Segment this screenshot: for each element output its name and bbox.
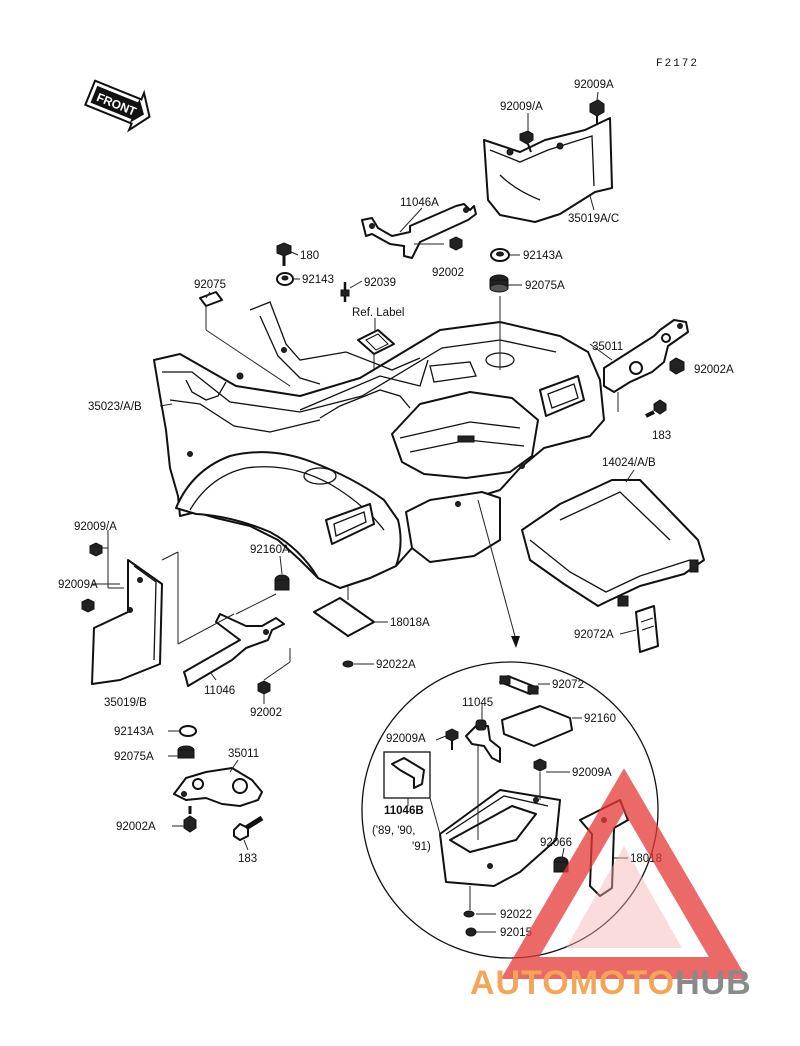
label-92009A-left: 92009A [58, 579, 98, 591]
label-92009A-inset-right: 92009A [572, 767, 612, 779]
plate-18018A [313, 597, 375, 637]
label-92009A-top: 92009A [574, 79, 614, 91]
pad-92075 [199, 291, 223, 307]
washer-92022A [342, 660, 354, 668]
bolt-92009A-slash-left [89, 542, 103, 557]
bracket-11046A [361, 203, 477, 259]
figure-code: F2172 [656, 58, 699, 70]
bracket-35011-top [603, 319, 689, 393]
label-92066: 92066 [540, 837, 572, 849]
label-92009A-slash-left: 92009/A [74, 521, 117, 533]
label-18018A: 18018A [390, 617, 430, 629]
label-92072: 92072 [552, 679, 584, 691]
bolt-183-bottom [233, 815, 264, 841]
label-92072-inset [499, 675, 539, 695]
label-92022: 92022 [500, 909, 532, 921]
label-92160: 92160 [584, 713, 616, 725]
part-labels: 92009A 92009/A 35019A/C 11046A 92002 180… [58, 79, 734, 939]
label-92075A-bottom: 92075A [114, 751, 154, 763]
label-35011-bottom: 35011 [228, 748, 259, 760]
bracket-11045-inset [465, 719, 501, 763]
watermark-text-auto: AUTOMOTOHUB [470, 964, 752, 1002]
label-ref-label: Ref. Label [352, 307, 404, 319]
ref-label-decal [357, 329, 395, 355]
label-92002-top: 92002 [432, 267, 464, 279]
bolt-92002A-bottom [183, 806, 197, 833]
washer-92022-inset [463, 910, 475, 918]
bolt-92002-left [257, 680, 271, 695]
bolt-183-top [645, 399, 667, 418]
bolt-92009A-slash-top [519, 130, 534, 153]
pin-92039 [340, 282, 350, 302]
label-35019AC: 35019A/C [568, 213, 619, 225]
label-35011-top: 35011 [592, 341, 623, 353]
front-arrow-icon: FRONT [84, 79, 151, 133]
label-92072A: 92072A [574, 629, 614, 641]
detail-inset [361, 499, 659, 959]
watermark-triangle-icon [500, 768, 748, 979]
label-92143A-top: 92143A [523, 250, 563, 262]
bracket-35011-bottom [173, 767, 263, 807]
mudguard-top-35019AC [483, 117, 613, 223]
cushion-92075A-bottom [177, 745, 195, 759]
label-92160A: 92160A [250, 544, 290, 556]
label-92009A-inset-left: 92009A [386, 733, 426, 745]
label-years-line1: ('89, '90, [372, 825, 415, 837]
bracket-11046B-inset [383, 751, 431, 799]
clip-92015-inset [465, 927, 477, 937]
bolt-92009A-top [589, 99, 605, 124]
label-14024AB: 14024/A/B [602, 457, 656, 469]
label-11046: 11046 [204, 685, 235, 697]
label-183-top: 183 [652, 430, 671, 442]
label-11046A: 11046A [400, 197, 439, 209]
grommet-92143A-bottom [179, 725, 197, 737]
label-183-bottom: 183 [238, 853, 257, 865]
label-92002A-bottom: 92002A [116, 821, 156, 833]
label-92039: 92039 [364, 277, 396, 289]
watermark-logo: AUTOMOTOHUB [470, 768, 752, 1002]
label-92022A: 92022A [376, 659, 416, 671]
label-35019B: 35019/B [104, 697, 147, 709]
leader-lines [92, 91, 637, 933]
label-92143A-bottom: 92143A [114, 726, 154, 738]
label-92015: 92015 [500, 927, 532, 939]
label-11046B: 11046B [384, 805, 424, 817]
grommet-92143 [276, 272, 294, 286]
label-years-line2: '91) [412, 841, 431, 853]
bolt-180 [276, 242, 292, 266]
grommet-92143A-top [490, 248, 510, 262]
seat-cover-14024AB [521, 479, 705, 607]
label-92075: 92075 [194, 279, 226, 291]
label-92075A-top: 92075A [525, 280, 565, 292]
mudguard-left-35019B [91, 559, 163, 685]
label-92002-left: 92002 [250, 707, 282, 719]
tray-18018-inset [439, 789, 561, 887]
bolt-92002A-top [669, 357, 685, 375]
cushion-92075A-top [489, 274, 509, 293]
label-92002A-top: 92002A [694, 364, 734, 376]
label-92072A [635, 605, 659, 653]
cushion-92160A [274, 574, 290, 591]
label-92009A-slash-top: 92009/A [500, 101, 543, 113]
label-35023AB: 35023/A/B [88, 401, 142, 413]
screw-92009A-inset-right [533, 758, 547, 772]
rear-fender-35023AB [153, 301, 605, 589]
screw-92009A-inset-left [445, 728, 459, 750]
label-92143: 92143 [302, 274, 334, 286]
pad-92160-inset [501, 705, 573, 747]
bolt-92009A-left [81, 598, 95, 613]
bracket-11046 [183, 613, 285, 687]
label-180: 180 [300, 250, 319, 262]
label-11045: 11045 [462, 697, 493, 709]
bolt-92002-top [449, 236, 463, 251]
